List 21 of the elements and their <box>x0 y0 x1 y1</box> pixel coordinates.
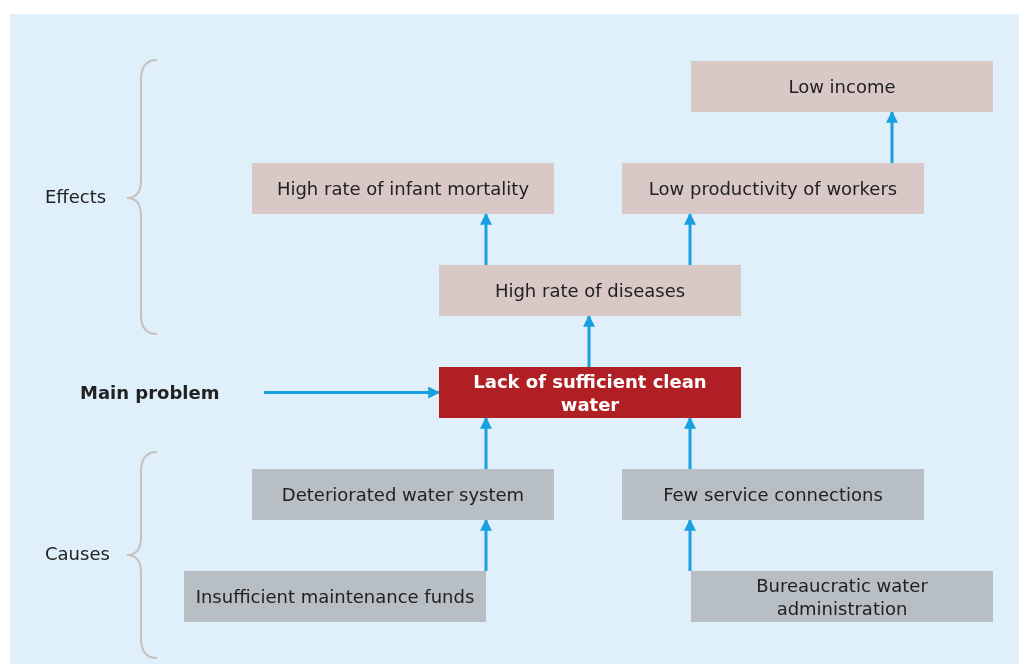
cause-box: Few service connections <box>622 469 924 520</box>
arrow <box>684 212 696 265</box>
arrow <box>886 110 898 163</box>
effect-box: Low productivity of workers <box>622 163 924 214</box>
group-label: Causes <box>45 543 110 564</box>
problem-box: Lack of sufficient clean water <box>439 367 741 418</box>
row-label: Main problem <box>74 378 264 406</box>
arrow <box>583 314 595 367</box>
arrow <box>264 386 441 399</box>
group-label: Effects <box>45 186 107 207</box>
arrow <box>480 518 492 571</box>
arrow <box>684 416 696 469</box>
effect-box: Low income <box>691 61 993 112</box>
effect-box: High rate of diseases <box>439 265 741 316</box>
arrow <box>480 212 492 265</box>
effect-box: High rate of infant mortality <box>252 163 554 214</box>
cause-box: Bureaucratic water administration <box>691 571 993 622</box>
arrow <box>480 416 492 469</box>
cause-box: Insufficient maintenance funds <box>184 571 486 622</box>
cause-box: Deteriorated water system <box>252 469 554 520</box>
arrow <box>684 518 696 571</box>
